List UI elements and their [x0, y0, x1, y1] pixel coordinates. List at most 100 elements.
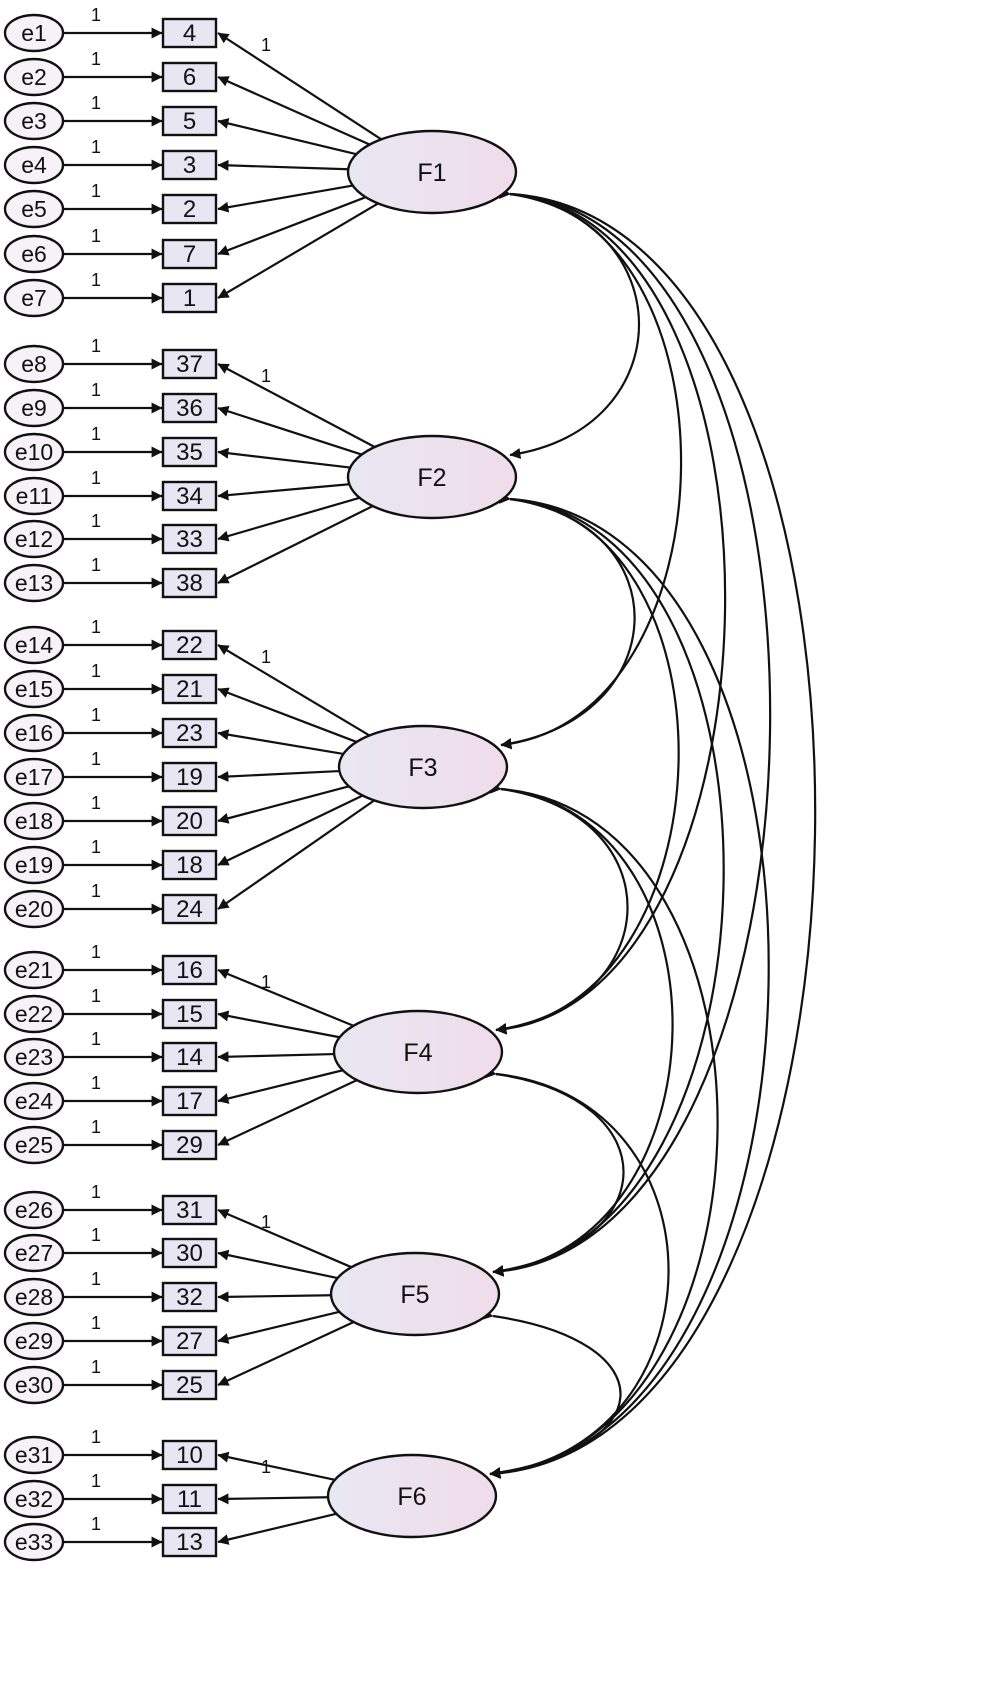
- covariance-arc: [498, 492, 636, 749]
- indicator-box: 32: [161, 1281, 218, 1313]
- error-term: e28: [3, 1277, 65, 1317]
- error-label: e5: [21, 196, 47, 222]
- loading-path: [217, 447, 351, 469]
- error-weight-label: 1: [91, 942, 101, 962]
- error-label: e12: [15, 526, 53, 552]
- error-label: e6: [21, 241, 47, 267]
- loading-path: [217, 799, 375, 910]
- indicator-box: 6: [161, 61, 218, 93]
- error-label: e31: [15, 1442, 53, 1468]
- loading-path: [217, 687, 357, 743]
- indicator-box: 34: [161, 480, 218, 512]
- error-weight-label: 1: [91, 661, 101, 681]
- indicator-box: 5: [161, 105, 218, 137]
- covariance-arc: [484, 1067, 625, 1276]
- error-weight-label: 1: [91, 93, 101, 113]
- indicator-label: 6: [183, 64, 196, 91]
- error-weight-label: 1: [91, 1313, 101, 1333]
- error-label: e13: [15, 570, 53, 596]
- loading-path: [217, 729, 344, 756]
- error-label: e15: [15, 676, 53, 702]
- fixed-loading-label: 1: [261, 1212, 271, 1232]
- indicator-label: 11: [177, 1486, 202, 1513]
- error-label: e11: [16, 483, 53, 509]
- error-weight-label: 1: [91, 1427, 101, 1447]
- error-weight-label: 1: [91, 5, 101, 25]
- error-term: e10: [3, 432, 65, 472]
- error-weight-label: 1: [91, 270, 101, 290]
- indicator-box: 30: [161, 1237, 218, 1269]
- indicator-label: 4: [183, 20, 196, 47]
- indicator-box: 15: [161, 998, 218, 1030]
- indicator-label: 19: [176, 764, 203, 791]
- fixed-loading-label: 1: [261, 647, 271, 667]
- error-term: e14: [3, 625, 65, 665]
- loading-path: [217, 1493, 329, 1505]
- error-weight-label: 1: [91, 1182, 101, 1202]
- error-weight-label: 1: [91, 181, 101, 201]
- error-weight-label: 1: [91, 49, 101, 69]
- error-weight-label: 1: [91, 749, 101, 769]
- error-weight-label: 1: [91, 424, 101, 444]
- error-weight-label: 1: [91, 1514, 101, 1534]
- error-term: e2: [3, 57, 65, 97]
- error-label: e26: [15, 1197, 53, 1223]
- indicator-box: 1: [161, 282, 218, 314]
- error-weight-label: 1: [91, 793, 101, 813]
- loading-path: [217, 1208, 352, 1269]
- error-weight-label: 1: [91, 1117, 101, 1137]
- covariance-arc: [489, 782, 719, 1479]
- factor-label: F5: [400, 1281, 429, 1309]
- error-term: e5: [3, 189, 65, 229]
- covariance-arc: [492, 492, 725, 1277]
- loading-path: [217, 644, 370, 737]
- error-label: e22: [15, 1001, 53, 1027]
- indicator-label: 16: [176, 957, 203, 984]
- loading-path: [217, 184, 353, 213]
- factor-label: F1: [417, 159, 446, 187]
- indicator-box: 31: [161, 1194, 218, 1226]
- error-label: e18: [15, 808, 53, 834]
- error-term: e24: [3, 1081, 65, 1121]
- indicator-box: 29: [161, 1129, 218, 1161]
- covariance-layer: [481, 187, 817, 1479]
- loading-path: [217, 483, 350, 501]
- fixed-loading-label: 1: [261, 1457, 271, 1477]
- error-label: e28: [15, 1284, 53, 1310]
- error-label: e2: [21, 64, 47, 90]
- covariance-arc: [489, 187, 817, 1479]
- fixed-loading-label: 1: [261, 366, 271, 386]
- factor-f2: F2: [346, 434, 518, 520]
- error-term: e15: [3, 669, 65, 709]
- indicator-label: 14: [176, 1044, 203, 1071]
- error-term: e23: [3, 1037, 65, 1077]
- indicator-box: 20: [161, 805, 218, 837]
- indicator-box: 11: [161, 1483, 218, 1515]
- indicator-box: 16: [161, 954, 218, 986]
- loading-path: [217, 363, 376, 448]
- indicator-label: 1: [183, 285, 196, 312]
- error-term: e8: [3, 344, 65, 384]
- error-weight-label: 1: [91, 617, 101, 637]
- error-weight-label: 1: [91, 511, 101, 531]
- indicator-box: 36: [161, 392, 218, 424]
- indicator-label: 31: [176, 1197, 203, 1224]
- error-term: e18: [3, 801, 65, 841]
- indicator-box: 19: [161, 761, 218, 793]
- loading-path: [217, 1291, 332, 1303]
- indicator-label: 24: [176, 896, 203, 923]
- indicator-label: 15: [176, 1001, 203, 1028]
- error-term: e7: [3, 278, 65, 318]
- loading-path: [217, 196, 367, 256]
- loading-path: [217, 968, 354, 1027]
- error-label: e30: [15, 1372, 53, 1398]
- loading-path: [217, 785, 350, 824]
- indicator-label: 32: [176, 1284, 203, 1311]
- indicator-label: 34: [176, 483, 203, 510]
- loading-path: [217, 1321, 355, 1386]
- error-term: e20: [3, 889, 65, 929]
- indicator-box: 18: [161, 849, 218, 881]
- loading-path: [217, 769, 340, 782]
